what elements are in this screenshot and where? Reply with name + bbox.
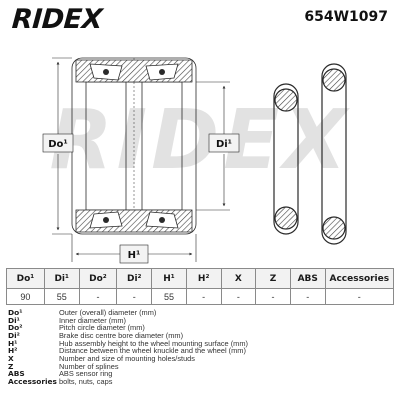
value-z: - (255, 288, 291, 305)
legend-desc: Outer (overall) diameter (mm) (59, 308, 157, 317)
legend-key: Di¹ (8, 315, 20, 325)
value-do1: 90 (6, 288, 45, 305)
legend-key: ABS (8, 369, 25, 379)
header-do1: Do¹ (6, 268, 45, 289)
legend-key: Do² (8, 323, 23, 333)
header-h1: H¹ (151, 268, 187, 289)
legend-key: Z (8, 361, 14, 371)
legend-item: Di² Brake disc centre bore diameter (mm) (8, 332, 388, 340)
legend-desc: Hub assembly height to the wheel mountin… (59, 338, 248, 348)
seal-ring-right (321, 63, 347, 245)
legend-key: Accessories (8, 376, 57, 386)
outer-diameter-dimension (52, 57, 72, 235)
legend-desc: Inner diameter (mm) (59, 315, 126, 325)
top-race (75, 59, 193, 83)
height-dimension (71, 234, 197, 262)
legend-desc: ABS sensor ring (59, 369, 113, 379)
bearing-diagram: RIDEX Do¹ (42, 57, 351, 264)
value-x: - (220, 288, 257, 305)
inner-diameter-label-box (208, 133, 240, 153)
value-accessories: - (324, 288, 395, 305)
header-di2: Di² (116, 268, 153, 289)
ridex-logo: RIDEX (10, 4, 104, 35)
height-label-box (119, 244, 149, 264)
legend-item: X Number and size of mounting holes/studs (8, 355, 388, 363)
header-accessories: Accessories (324, 268, 395, 289)
legend-item: H¹ Hub assembly height to the wheel mount… (8, 338, 388, 348)
legend-item: H² Distance between the wheel knuckle and… (8, 347, 388, 355)
header-z: Z (255, 268, 291, 289)
legend-key: Do¹ (8, 308, 23, 317)
inner-diameter-dimension (196, 81, 230, 211)
legend-desc: Pitch circle diameter (mm) (59, 323, 145, 333)
value-do2: - (78, 288, 118, 305)
value-abs: - (289, 288, 326, 305)
value-h1: 55 (151, 288, 187, 305)
outer-diameter-label-box (42, 133, 74, 153)
header-x: X (220, 268, 257, 289)
value-di2: - (116, 288, 153, 305)
legend-desc: Number and size of mounting holes/studs (59, 353, 195, 363)
bottom-race (75, 209, 193, 233)
part-number: 654W1097 (304, 9, 388, 25)
specs-value-row: 90 55 - - 55 - - - - - (6, 288, 395, 305)
header-h2: H² (185, 268, 222, 289)
legend: Do¹ Outer (overall) diameter (mm) Di¹ Inne… (8, 309, 388, 386)
header-do2: Do² (78, 268, 118, 289)
legend-desc: Distance between the wheel knuckle and t… (59, 346, 246, 356)
legend-key: X (8, 353, 14, 363)
value-di1: 55 (43, 288, 80, 305)
value-h2: - (185, 288, 222, 305)
inner-diameter-label: Di¹ (216, 139, 232, 150)
legend-key: Di² (8, 330, 20, 340)
legend-key: H² (8, 346, 18, 356)
legend-item: Do¹ Outer (overall) diameter (mm) (8, 309, 388, 317)
legend-desc: Brake disc centre bore diameter (mm) (59, 330, 184, 340)
header-di1: Di¹ (43, 268, 80, 289)
legend-item: Di¹ Inner diameter (mm) (8, 315, 388, 325)
legend-item: Do² Pitch circle diameter (mm) (8, 324, 388, 332)
seal-ring-left (273, 83, 299, 235)
legend-key: H¹ (8, 338, 18, 348)
specs-table: Do¹ Di¹ Do² Di² H¹ H² X Z ABS Accessorie… (6, 268, 395, 305)
legend-item: Z Number of splines (8, 361, 388, 371)
outer-diameter-label: Do¹ (48, 139, 68, 150)
height-label: H¹ (128, 250, 141, 261)
specs-header-row: Do¹ Di¹ Do² Di² H¹ H² X Z ABS Accessorie… (6, 268, 395, 289)
header-abs: ABS (289, 268, 326, 289)
legend-desc: bolts, nuts, caps (59, 376, 113, 386)
legend-item: ABS ABS sensor ring (8, 370, 388, 378)
watermark: RIDEX (50, 93, 351, 188)
legend-desc: Number of splines (59, 361, 119, 371)
